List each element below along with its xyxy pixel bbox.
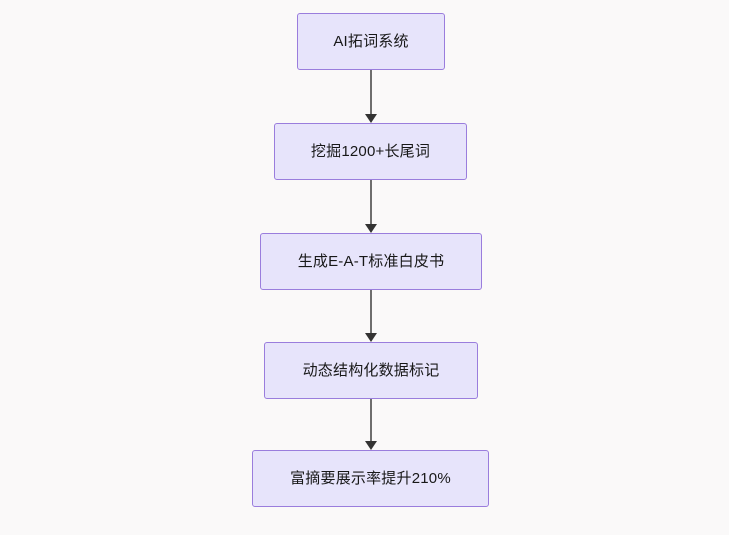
- arrowhead-icon: [365, 114, 377, 123]
- flowchart-node-n2[interactable]: 挖掘1200+长尾词: [274, 123, 467, 180]
- flowchart-node-label: 动态结构化数据标记: [302, 361, 440, 379]
- edge-line: [370, 180, 372, 224]
- flowchart-node-n4[interactable]: 动态结构化数据标记: [264, 342, 478, 399]
- flowchart-node-label: AI拓词系统: [333, 32, 409, 50]
- flowchart-node-label: 挖掘1200+长尾词: [310, 142, 431, 160]
- arrowhead-icon: [365, 441, 377, 450]
- edge-line: [370, 70, 372, 114]
- arrowhead-icon: [365, 224, 377, 233]
- edge-line: [370, 290, 372, 333]
- flowchart-node-label: 富摘要展示率提升210%: [290, 469, 451, 487]
- arrowhead-icon: [365, 333, 377, 342]
- flowchart-node-label: 生成E-A-T标准白皮书: [297, 252, 445, 270]
- edge-line: [370, 399, 372, 441]
- flowchart-node-n5[interactable]: 富摘要展示率提升210%: [252, 450, 489, 507]
- flowchart-node-n1[interactable]: AI拓词系统: [297, 13, 445, 70]
- flowchart-node-n3[interactable]: 生成E-A-T标准白皮书: [260, 233, 482, 290]
